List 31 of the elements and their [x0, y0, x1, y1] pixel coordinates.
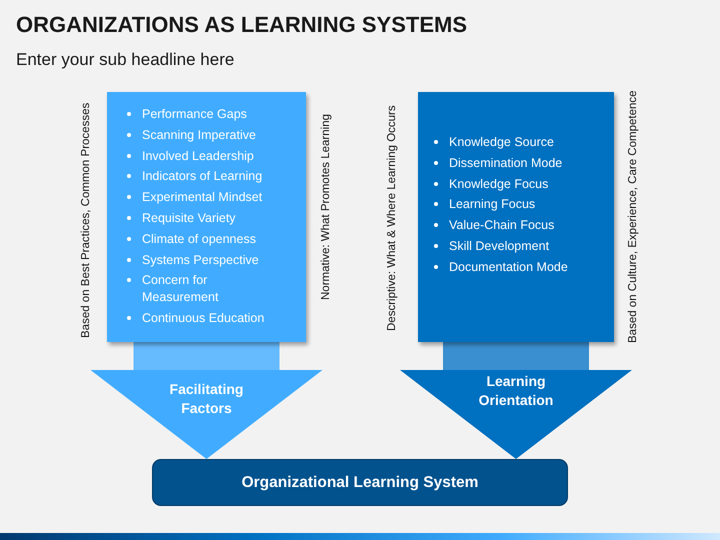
box-label: Organizational Learning System [242, 474, 478, 492]
block-arrow [400, 342, 632, 459]
side-note: Based on Culture, Experience, Care Competence [627, 90, 639, 346]
list-item: Concern for Measurement [142, 272, 220, 306]
side-note: Descriptive: What & Where Learning Occurs [386, 104, 398, 334]
list-panel [418, 92, 614, 342]
list-item: Continuous Education [142, 310, 266, 328]
list-item: Scanning Imperative [142, 126, 257, 144]
slide-title: ORGANIZATIONS AS LEARNING SYSTEMS [16, 12, 468, 38]
edge-label: Learning Orientation [478, 372, 554, 410]
side-note: Normative: What Promotes Learning [320, 114, 332, 302]
side-note: Based on Best Practices, Common Processes [80, 101, 92, 340]
list-item: Performance Gaps [142, 106, 248, 123]
list-item: Knowledge Focus [449, 176, 550, 193]
list-item: Dissemination Mode [449, 154, 564, 172]
list-item: Learning Focus [449, 196, 536, 214]
list-item: Climate of openness [142, 230, 257, 248]
block-arrow [90, 342, 322, 459]
subtitle: Enter your sub headline here [16, 50, 234, 70]
list-item: Indicators of Learning [142, 168, 264, 186]
list-item: Systems Perspective [142, 252, 260, 269]
list-item: Requisite Variety [142, 210, 237, 227]
edge-label: Facilitating Factors [168, 380, 244, 418]
list-item: Value-Chain Focus [449, 217, 556, 234]
list-item: Experimental Mindset [142, 189, 264, 206]
list-item: Skill Development [449, 238, 550, 255]
list-item: Knowledge Source [449, 134, 555, 151]
result-box [152, 459, 568, 506]
list-item: Documentation Mode [449, 258, 569, 276]
list-item: Involved Leadership [142, 148, 255, 165]
list-panel [107, 92, 306, 342]
